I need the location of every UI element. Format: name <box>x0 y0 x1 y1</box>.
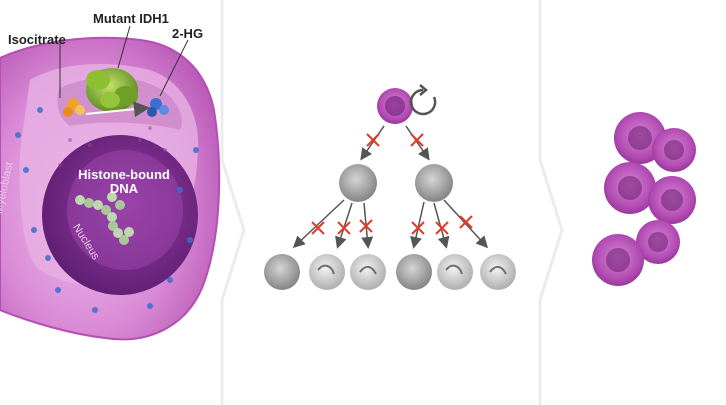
label-leader-lines <box>59 25 189 98</box>
histone-bound-dna <box>75 192 134 245</box>
mature-cell-4 <box>396 254 432 290</box>
mature-cell-6 <box>480 254 516 290</box>
mutant-idh1-enzyme <box>86 68 138 112</box>
mature-cell-1 <box>264 254 300 290</box>
circular-arrow-icon <box>409 84 437 116</box>
isocitrate-label: Isocitrate <box>8 32 66 47</box>
histone-dna-label-line1: Histone-bound <box>78 167 170 182</box>
red-x-icon <box>366 133 424 147</box>
two-hg-label: 2-HG <box>172 26 204 41</box>
differentiation-arrows-level-1 <box>360 125 430 161</box>
blast-cell <box>377 88 413 124</box>
conversion-arrow <box>85 101 150 118</box>
mature-cell-5 <box>437 254 473 290</box>
red-x-icon <box>311 215 473 235</box>
panel-dividers <box>220 0 564 405</box>
histone-dna-label-line2: DNA <box>109 181 139 197</box>
progenitor-cell-left <box>339 164 377 202</box>
mutant-idh1-label: Mutant IDH1 <box>93 11 169 26</box>
accumulated-blast-cells <box>592 112 696 286</box>
mature-cell-2 <box>309 254 345 290</box>
mature-cell-3 <box>350 254 386 290</box>
isocitrate-molecule <box>63 98 85 117</box>
histone-dna-label: Histone-bound DNA <box>66 167 182 197</box>
progenitor-cell-right <box>415 164 453 202</box>
two-hg-molecule <box>147 98 169 117</box>
